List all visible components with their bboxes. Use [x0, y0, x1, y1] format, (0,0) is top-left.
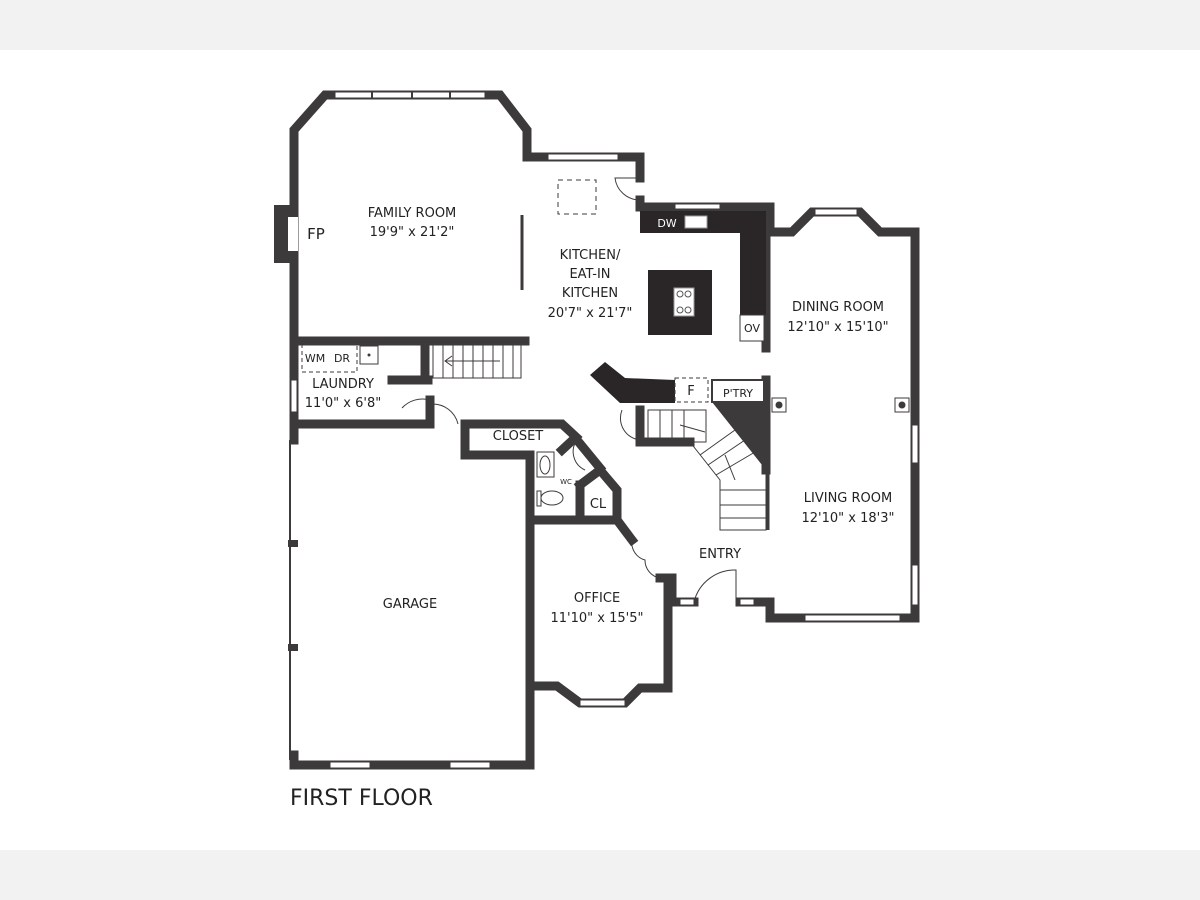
pantry-label: P'TRY — [723, 387, 753, 400]
kitchen-size: 20'7" x 21'7" — [548, 306, 633, 321]
doors — [401, 177, 737, 603]
kitchen-counters — [557, 179, 910, 413]
oven-label: OV — [744, 322, 760, 335]
dryer-label: DR — [334, 352, 350, 365]
kitchen-label-2: EAT-IN — [569, 267, 610, 282]
laundry-fixtures — [301, 344, 379, 373]
laundry-label: LAUNDRY — [312, 377, 374, 392]
fireplace-label: FP — [307, 225, 325, 243]
windows — [290, 91, 919, 769]
wc-label: WC — [560, 478, 572, 486]
cl-label: CL — [590, 497, 607, 512]
closet-label: CLOSET — [493, 429, 544, 444]
kitchen-label-1: KITCHEN/ — [560, 248, 621, 263]
family-room-size: 19'9" x 21'2" — [370, 225, 455, 240]
top-band — [0, 0, 1200, 50]
wc-fixtures — [536, 451, 564, 507]
cooktop-icon — [673, 287, 695, 317]
garage-label: GARAGE — [383, 597, 437, 612]
office-label: OFFICE — [574, 591, 620, 606]
dining-room-label: DINING ROOM — [792, 300, 884, 315]
laundry-size: 11'0" x 6'8" — [305, 396, 381, 411]
office-size: 11'10" x 15'5" — [551, 611, 644, 626]
dishwasher-label: DW — [657, 217, 676, 230]
kitchen-label-3: KITCHEN — [562, 286, 618, 301]
dining-room-size: 12'10" x 15'10" — [787, 320, 888, 335]
stairs — [432, 343, 770, 531]
floor-title: FIRST FLOOR — [290, 786, 433, 811]
fridge-label: F — [687, 384, 694, 399]
entry-label: ENTRY — [699, 547, 741, 562]
living-room-size: 12'10" x 18'3" — [802, 511, 895, 526]
bottom-band — [0, 850, 1200, 900]
washer-label: WM — [305, 352, 325, 365]
living-room-label: LIVING ROOM — [804, 491, 892, 506]
family-room-label: FAMILY ROOM — [368, 206, 457, 221]
walls — [274, 90, 920, 770]
sink-icon — [684, 215, 708, 229]
